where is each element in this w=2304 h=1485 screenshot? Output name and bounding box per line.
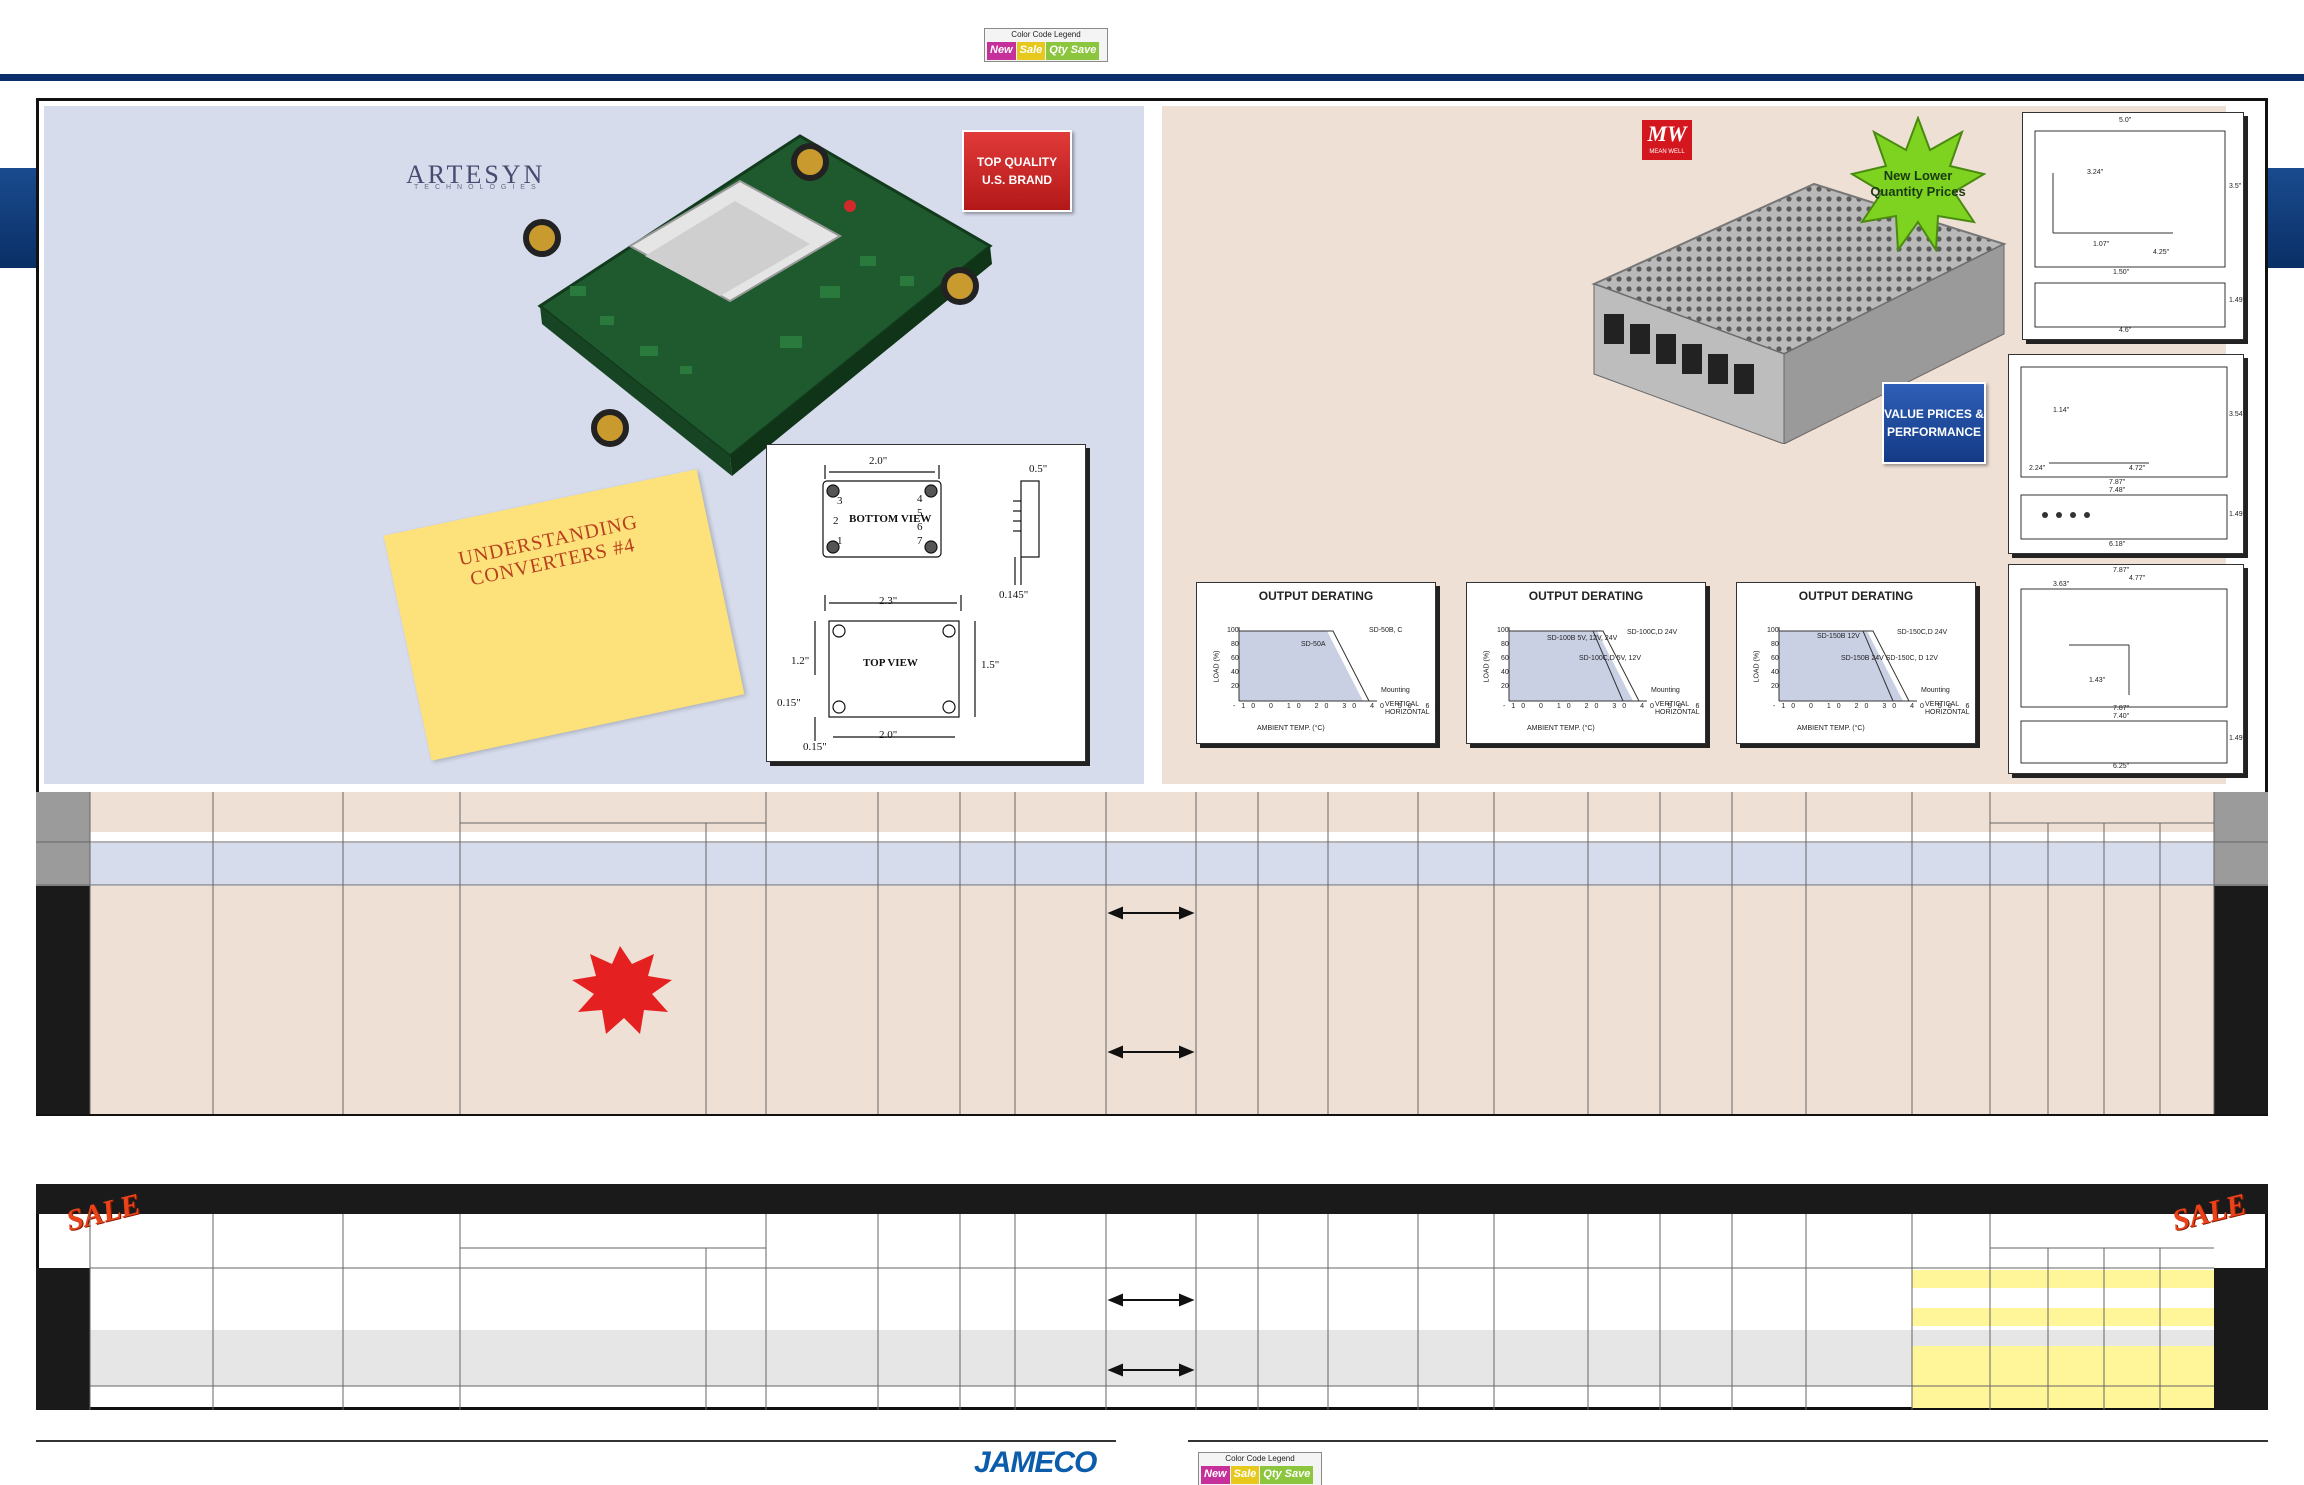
footer-rule-right: [1188, 1440, 2268, 1442]
dim-b2: 0.15": [803, 741, 827, 753]
sale-row-shaded: [90, 1330, 2214, 1386]
meanwell-logo: MW MEAN WELL: [1642, 120, 1692, 160]
sale-qty-highlight-1: [1912, 1270, 2214, 1288]
dim-top: 2.0": [869, 455, 888, 467]
dc-converter-board-image: [523, 134, 993, 476]
artesyn-logo-sub: TECHNOLOGIES: [414, 184, 542, 191]
color-code-legend: Color Code Legend New Sale Qty Save: [984, 28, 1108, 62]
footer-legend-qty-save-chip: Qty Save: [1260, 1466, 1314, 1484]
dim-width: 2.3": [879, 595, 898, 607]
dimension-lines: [814, 465, 1040, 741]
footer-rule-left: [36, 1440, 1116, 1442]
artesyn-logo: ARTESYN: [406, 160, 546, 189]
right-page-tab: [2264, 168, 2304, 268]
dim-side: 0.5": [1029, 463, 1048, 475]
legend-new-chip: New: [987, 42, 1016, 60]
derating-chart-1: OUTPUT DERATING LOAD (%) 100 80 60 40 20…: [1196, 582, 1439, 744]
table-edge-left: [36, 886, 90, 1114]
legend-qty-save-chip: Qty Save: [1046, 42, 1100, 60]
left-page-tab: [0, 168, 40, 268]
table-header-row-2: [36, 843, 2268, 885]
dim-b1: 0.15": [777, 697, 801, 709]
table-edge-right: [2214, 886, 2268, 1114]
sale-qty-highlight-2: [1912, 1308, 2214, 1326]
artesyn-dimension-drawing: 2.0" 0.5" BOTTOM VIEW 3 2 1 4 5 6 7 0.14…: [766, 444, 1086, 762]
lower-prices-starburst: [1850, 116, 1986, 252]
legend-sale-chip: Sale: [1016, 42, 1046, 60]
lower-prices-text: New Lower Quantity Prices: [1870, 168, 1966, 199]
table-corner-right: [2214, 792, 2268, 886]
bottom-view-label: BOTTOM VIEW: [849, 513, 932, 525]
footer-legend-sale-chip: Sale: [1230, 1466, 1260, 1484]
derating-chart-3: OUTPUT DERATING LOAD (%) 100 80 60 40 20…: [1736, 582, 1979, 744]
dim-h1: 1.2": [791, 655, 810, 667]
sale-edge-left: [36, 1268, 90, 1410]
footer-legend-new-chip: New: [1201, 1466, 1230, 1484]
dim-pin: 0.145": [999, 589, 1029, 601]
table-corner-left: [36, 792, 90, 886]
dim-b3: 2.0": [879, 729, 898, 741]
value-prices-badge: VALUE PRICES & PERFORMANCE: [1882, 382, 1986, 464]
derating-chart-2: OUTPUT DERATING LOAD (%) 100 80 60 40 20…: [1466, 582, 1709, 744]
mech-drawing-2: 2.24" 4.72" 7.87" 7.48" 6.18" 1.14" 3.54…: [2008, 354, 2245, 554]
table-body: [36, 886, 2268, 1114]
top-view-label: TOP VIEW: [863, 657, 918, 669]
header-rule: [0, 74, 2304, 81]
table-header-row-1: [36, 792, 2268, 832]
mech-drawing-1: 5.0" 3.24" 1.07" 4.25" 1.50" 4.6" 3.5" 1…: [2022, 112, 2245, 340]
mech-drawing-3: 7.87" 4.77" 3.63" 1.43" 7.87" 7.40" 6.25…: [2008, 564, 2245, 774]
top-quality-badge: TOP QUALITY U.S. BRAND: [962, 130, 1072, 212]
sale-table-topbar: [36, 1184, 2268, 1214]
jameco-logo: JAMECO: [974, 1446, 1097, 1479]
derating-xticks: -10 0 10 20 30 40 50 60: [1233, 703, 1446, 710]
new-starburst: [572, 946, 672, 1034]
sale-edge-right: [2214, 1268, 2268, 1410]
footer-color-code-legend: Color Code Legend New Sale Qty Save: [1198, 1452, 1322, 1485]
dim-h2: 1.5": [981, 659, 1000, 671]
sale-qty-highlight-3: [1912, 1346, 2214, 1408]
